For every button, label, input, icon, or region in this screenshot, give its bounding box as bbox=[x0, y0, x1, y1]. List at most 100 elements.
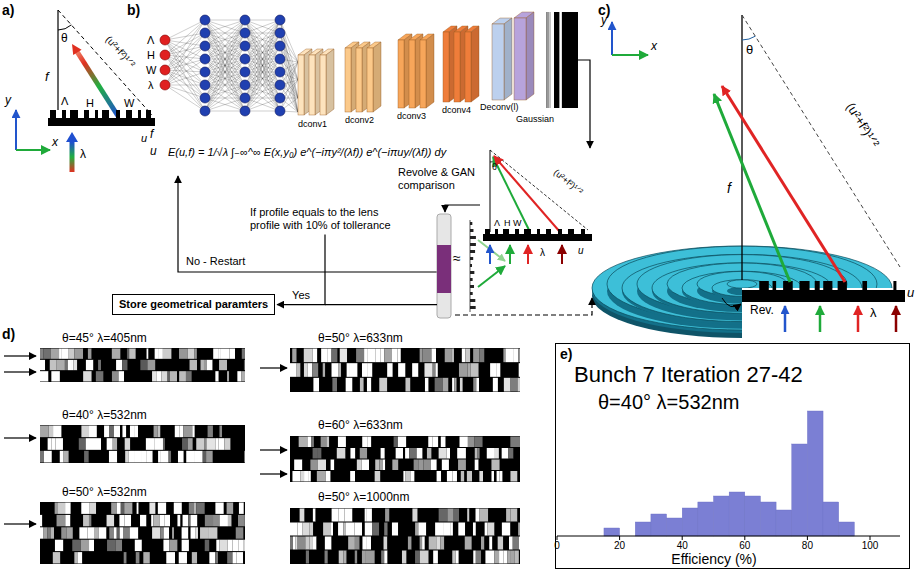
strip-bar bbox=[244, 451, 245, 463]
strip-bar bbox=[309, 523, 313, 536]
strip-bar bbox=[180, 360, 187, 370]
input-beam bbox=[819, 306, 822, 332]
strip-bar bbox=[457, 448, 466, 459]
strip-bar bbox=[499, 551, 503, 564]
strip-bar bbox=[379, 363, 387, 377]
layer-front bbox=[420, 40, 426, 108]
strip-bar bbox=[317, 523, 320, 536]
strip-bar bbox=[93, 451, 95, 463]
strip-bar bbox=[238, 360, 244, 370]
nn-link bbox=[205, 20, 245, 85]
hidden-neuron bbox=[240, 41, 250, 51]
label: d) bbox=[2, 326, 15, 342]
strip-bar bbox=[194, 349, 197, 359]
strip-bar bbox=[459, 509, 467, 522]
strip-bar bbox=[367, 509, 372, 522]
strip-bar bbox=[447, 509, 453, 522]
strip-bar bbox=[168, 371, 170, 381]
arrow-head bbox=[66, 132, 78, 142]
strip-bar bbox=[499, 509, 506, 522]
strip-bar bbox=[441, 471, 447, 482]
x-axis bbox=[557, 536, 900, 537]
nn-link bbox=[205, 72, 245, 111]
profile-tick bbox=[470, 292, 473, 295]
strip-bar bbox=[313, 349, 318, 363]
profile-tick bbox=[470, 306, 476, 309]
strip-bar bbox=[92, 349, 95, 359]
label: y bbox=[601, 14, 607, 28]
strip-bar bbox=[343, 523, 346, 536]
strip-bar bbox=[290, 363, 297, 377]
label: θ=40° λ=532nm bbox=[62, 409, 147, 423]
strip-bar bbox=[169, 451, 172, 463]
strip-bar bbox=[353, 509, 357, 522]
strip-bar bbox=[427, 448, 432, 459]
strip-bar bbox=[449, 460, 453, 471]
strip-bar bbox=[212, 503, 215, 514]
strip-bar bbox=[304, 471, 308, 482]
strip-bar bbox=[180, 426, 184, 438]
nn-link bbox=[245, 20, 280, 85]
strip-bar bbox=[379, 523, 384, 536]
strip-bar bbox=[414, 460, 419, 471]
strip-bar bbox=[500, 471, 503, 482]
strip-bar bbox=[207, 371, 213, 381]
strip-bar bbox=[313, 509, 316, 522]
nn-link bbox=[205, 20, 245, 59]
strip-bar bbox=[453, 437, 460, 448]
nn-link bbox=[165, 59, 205, 85]
strip-bar bbox=[104, 371, 112, 381]
strip-bar bbox=[55, 438, 63, 450]
strip-bar bbox=[410, 378, 416, 392]
strip-bar bbox=[510, 523, 518, 536]
layer-front bbox=[298, 55, 304, 115]
strip-bar bbox=[453, 523, 458, 536]
strip-bar bbox=[323, 523, 330, 536]
strip-bar bbox=[168, 426, 175, 438]
strip-bar bbox=[330, 448, 337, 459]
strip-bar bbox=[438, 437, 440, 448]
strip-ground bbox=[290, 436, 520, 482]
strip-bar bbox=[406, 471, 411, 482]
strip-bar bbox=[156, 503, 158, 514]
strip-bar bbox=[174, 527, 182, 538]
strip-bar bbox=[74, 371, 83, 381]
strip-bar bbox=[52, 540, 55, 551]
strip-bar bbox=[501, 363, 509, 377]
strip-bar bbox=[519, 437, 521, 448]
strip-bar bbox=[449, 378, 453, 392]
strip-bar bbox=[196, 503, 204, 514]
ray bbox=[722, 86, 845, 282]
strip-bar bbox=[140, 552, 144, 563]
strip-bar bbox=[130, 527, 139, 538]
strip-bar bbox=[290, 460, 294, 471]
strip-bar bbox=[387, 537, 393, 550]
strip-bar bbox=[186, 451, 194, 463]
strip-bar bbox=[473, 349, 479, 363]
strip-bar bbox=[196, 438, 204, 450]
strip-bar bbox=[65, 515, 70, 526]
strip-bar bbox=[305, 509, 313, 522]
strip-bar bbox=[415, 551, 420, 564]
strip-bar bbox=[158, 451, 161, 463]
strip-bar bbox=[193, 438, 196, 450]
strip-bar bbox=[109, 360, 116, 370]
nn-link bbox=[165, 55, 205, 111]
strip-bar bbox=[72, 438, 79, 450]
strip-bar bbox=[506, 509, 510, 522]
strip-bar bbox=[161, 451, 169, 463]
strip-bar bbox=[57, 515, 66, 526]
label: dconv4 bbox=[442, 105, 471, 115]
strip-bar bbox=[205, 349, 210, 359]
strip-bar bbox=[54, 527, 61, 538]
strip-bar bbox=[220, 540, 228, 551]
strip-bar bbox=[434, 509, 438, 522]
strip-bar bbox=[308, 363, 313, 377]
strip-bar bbox=[389, 471, 396, 482]
strip-bar bbox=[499, 448, 502, 459]
strip-bar bbox=[96, 371, 104, 381]
arrow-head bbox=[72, 44, 82, 55]
strip-bar bbox=[227, 451, 234, 463]
nn-link bbox=[205, 59, 245, 111]
strip-bar bbox=[357, 509, 365, 522]
